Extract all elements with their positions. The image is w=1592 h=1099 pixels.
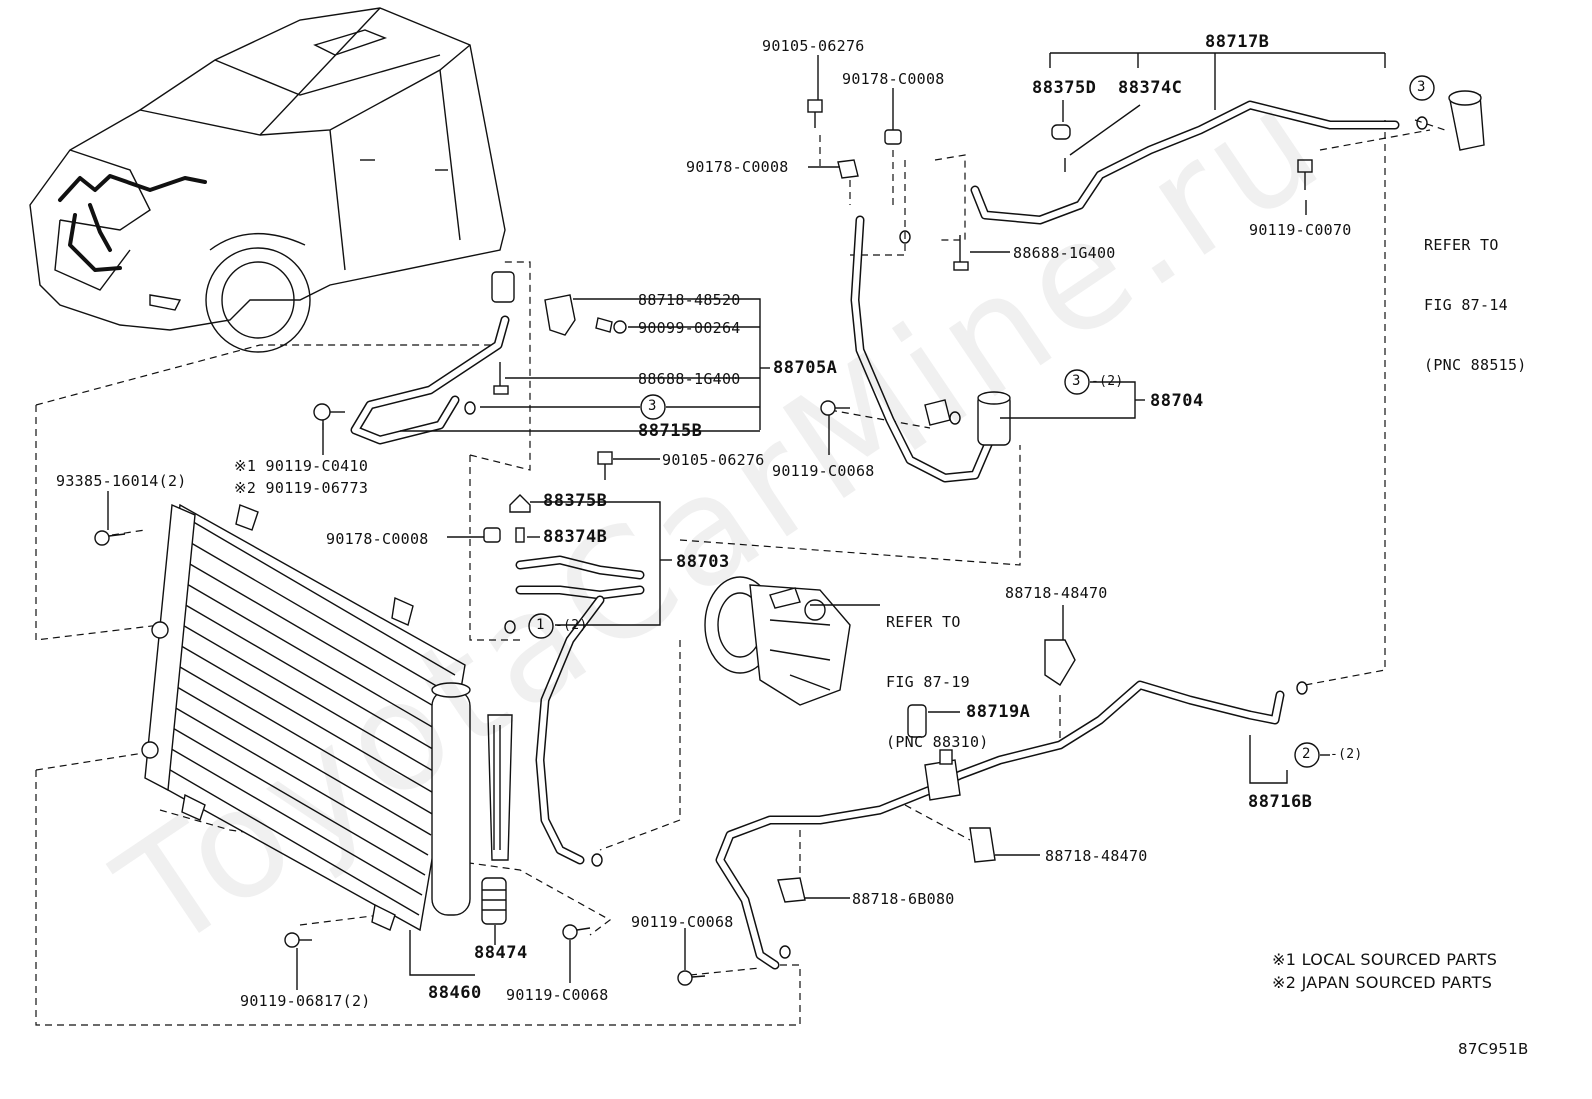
label-90178-C0008-low[interactable]: 90178-C0008 <box>326 530 429 548</box>
note-local-sourced: ※1 LOCAL SOURCED PARTS <box>1272 950 1498 969</box>
callout-1-qty: -(2) <box>555 618 588 633</box>
vehicle-illustration <box>29 7 506 353</box>
label-88474[interactable]: 88474 <box>474 943 528 963</box>
label-88718-6B080[interactable]: 88718-6B080 <box>852 890 955 908</box>
label-88718-48470-a[interactable]: 88718-48470 <box>1005 584 1108 602</box>
label-90119-C0068-low[interactable]: 90119-C0068 <box>631 913 734 931</box>
callout-circles <box>528 75 1435 768</box>
refer-87-19-line2: FIG 87-19 <box>886 673 970 691</box>
label-88718-48520[interactable]: 88718-48520 <box>638 291 741 309</box>
refer-87-14-line3: (PNC 88515) <box>1424 356 1527 374</box>
callout-3-top: 3 <box>1417 79 1426 95</box>
refer-87-14-line2: FIG 87-14 <box>1424 296 1508 314</box>
label-90105-06276-mid[interactable]: 90105-06276 <box>662 451 765 469</box>
refer-fig-87-14[interactable]: REFER TO FIG 87-14 (PNC 88515) <box>1424 195 1527 395</box>
label-90178-C0008-mid[interactable]: 90178-C0008 <box>686 158 789 176</box>
label-88716B[interactable]: 88716B <box>1248 792 1313 812</box>
label-90119-C0068-right[interactable]: 90119-C0068 <box>772 462 875 480</box>
label-90119-C0410[interactable]: ※1 90119-C0410 <box>234 457 369 475</box>
label-88374C[interactable]: 88374C <box>1118 78 1183 98</box>
callout-1: 1 <box>536 617 545 633</box>
callout-3-mid: 3 <box>1072 373 1081 389</box>
label-88460[interactable]: 88460 <box>428 983 482 1003</box>
label-93385-16014[interactable]: 93385-16014(2) <box>56 472 187 490</box>
label-88704[interactable]: 88704 <box>1150 391 1204 411</box>
label-90178-C0008-top[interactable]: 90178-C0008 <box>842 70 945 88</box>
label-88375D[interactable]: 88375D <box>1032 78 1097 98</box>
label-88718-48470-b[interactable]: 88718-48470 <box>1045 847 1148 865</box>
label-88688-1G400-mid[interactable]: 88688-1G400 <box>638 370 741 388</box>
diagram-code: 87C951B <box>1458 1040 1529 1058</box>
label-88705A[interactable]: 88705A <box>773 358 838 378</box>
label-90119-C0068-bottom[interactable]: 90119-C0068 <box>506 986 609 1004</box>
leader-lines <box>107 52 1386 990</box>
refrigerant-pipes <box>350 100 1400 970</box>
refer-87-19-line3: (PNC 88310) <box>886 733 989 751</box>
label-88717B[interactable]: 88717B <box>1205 32 1270 52</box>
refer-fig-87-19[interactable]: REFER TO FIG 87-19 (PNC 88310) <box>886 572 989 772</box>
label-90099-00264[interactable]: 90099-00264 <box>638 319 741 337</box>
label-88703[interactable]: 88703 <box>676 552 730 572</box>
label-88715B[interactable]: 88715B <box>638 421 703 441</box>
label-88375B[interactable]: 88375B <box>543 491 608 511</box>
refer-87-14-line1: REFER TO <box>1424 236 1499 254</box>
label-90119-C0070[interactable]: 90119-C0070 <box>1249 221 1352 239</box>
callout-3-left: 3 <box>648 398 657 414</box>
callout-3-mid-qty: -(2) <box>1091 374 1124 389</box>
label-88374B[interactable]: 88374B <box>543 527 608 547</box>
refer-87-19-line1: REFER TO <box>886 613 961 631</box>
label-90119-06817[interactable]: 90119-06817(2) <box>240 992 371 1010</box>
small-parts <box>94 90 1485 986</box>
label-90105-06276-top[interactable]: 90105-06276 <box>762 37 865 55</box>
dashed-guides <box>35 119 1446 1026</box>
condenser-assembly <box>141 503 513 932</box>
compressor <box>704 576 851 706</box>
label-88719A[interactable]: 88719A <box>966 702 1031 722</box>
callout-2-qty: -(2) <box>1330 747 1363 762</box>
label-90119-06773[interactable]: ※2 90119-06773 <box>234 479 369 497</box>
callout-2: 2 <box>1302 746 1311 762</box>
note-japan-sourced: ※2 JAPAN SOURCED PARTS <box>1272 973 1493 992</box>
label-88688-1G400-top[interactable]: 88688-1G400 <box>1013 244 1116 262</box>
